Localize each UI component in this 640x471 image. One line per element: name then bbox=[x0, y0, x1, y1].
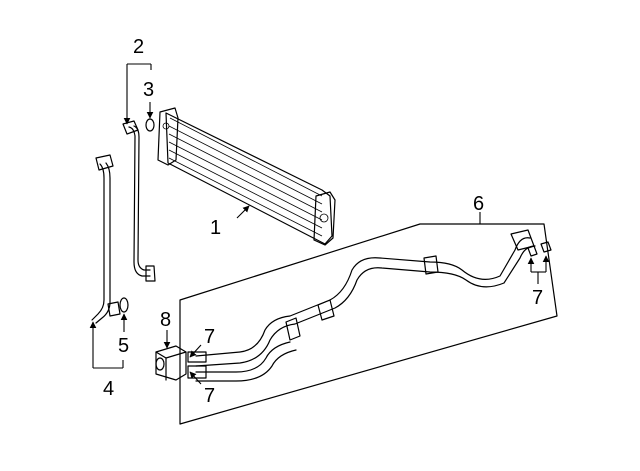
callout-2: 2 bbox=[133, 36, 144, 58]
leader-lines bbox=[89, 63, 550, 385]
cooler-pipe-upper bbox=[122, 118, 156, 282]
cooler-pipe-lower bbox=[91, 154, 129, 324]
callout-7-upper: 7 bbox=[204, 326, 215, 348]
callout-4: 4 bbox=[103, 378, 114, 400]
line-connector bbox=[155, 345, 187, 381]
oil-cooler bbox=[157, 107, 336, 246]
callout-1: 1 bbox=[210, 217, 221, 239]
callout-labels: 1 2 3 4 5 6 7 7 7 8 bbox=[103, 36, 543, 407]
cooler-line-assembly bbox=[179, 223, 558, 425]
callout-8: 8 bbox=[160, 309, 171, 331]
callout-7-right: 7 bbox=[532, 287, 543, 309]
callout-5: 5 bbox=[118, 335, 129, 357]
callout-3: 3 bbox=[143, 79, 154, 101]
callout-6: 6 bbox=[473, 193, 484, 215]
callout-7-lower: 7 bbox=[204, 385, 215, 407]
